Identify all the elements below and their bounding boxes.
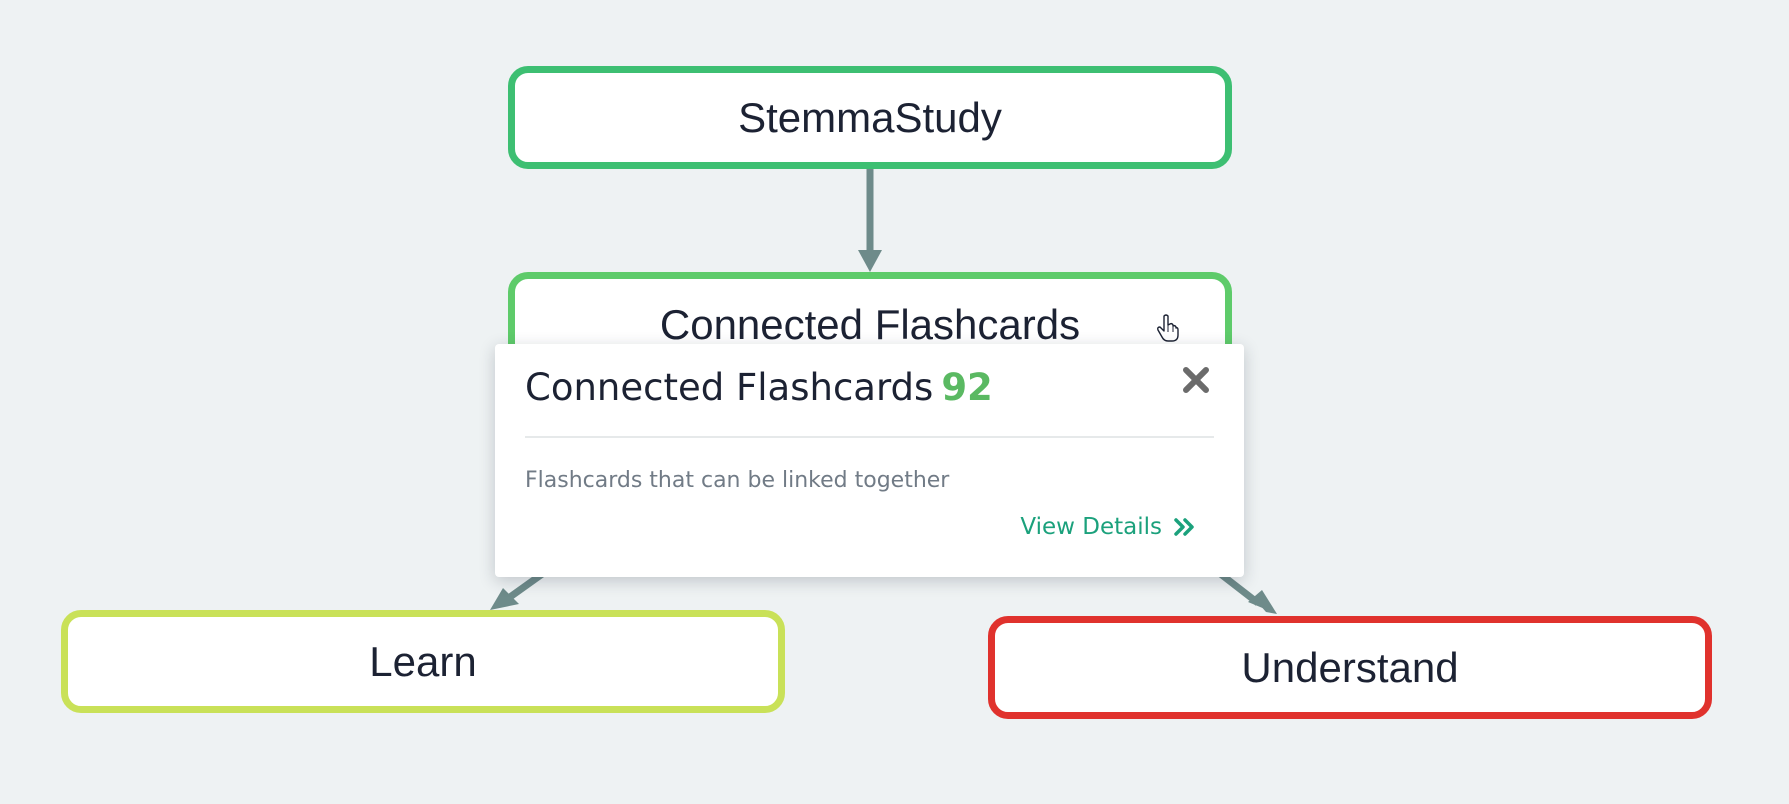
node-label: Learn bbox=[369, 637, 477, 685]
node-label: StemmaStudy bbox=[738, 93, 1002, 141]
popup-title-text: Connected Flashcards bbox=[525, 366, 934, 409]
double-chevron-right-icon bbox=[1174, 518, 1194, 536]
edge-root-to-mid bbox=[858, 169, 882, 272]
node-stemmastudy[interactable]: StemmaStudy bbox=[508, 66, 1232, 169]
node-understand[interactable]: Understand bbox=[988, 616, 1712, 719]
edge-mid-to-understand bbox=[1215, 569, 1277, 614]
pointer-hand-icon bbox=[1157, 314, 1179, 342]
popup-description: Flashcards that can be linked together bbox=[525, 468, 950, 493]
node-learn[interactable]: Learn bbox=[61, 610, 785, 713]
view-details-link[interactable]: View Details bbox=[1020, 514, 1196, 540]
edge-mid-to-learn bbox=[490, 569, 548, 610]
node-label: Understand bbox=[1241, 643, 1459, 691]
popup-divider bbox=[525, 436, 1214, 438]
popup-count: 92 bbox=[941, 366, 993, 409]
close-icon[interactable] bbox=[1178, 362, 1214, 398]
view-details-label: View Details bbox=[1020, 514, 1162, 540]
node-label: Connected Flashcards bbox=[659, 301, 1081, 348]
